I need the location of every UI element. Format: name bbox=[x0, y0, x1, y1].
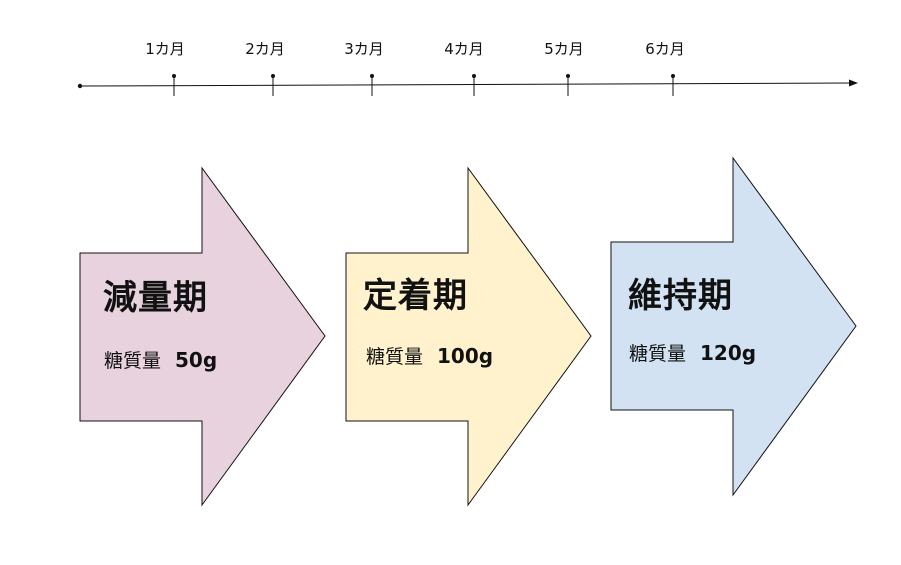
carb-label-2: 糖質量 bbox=[366, 346, 424, 368]
tick-label-1: 1カ月 bbox=[145, 40, 185, 58]
tick-label-3: 3カ月 bbox=[344, 40, 384, 58]
timeline-tick-5 bbox=[566, 74, 570, 96]
phase-arrow-1 bbox=[79, 166, 326, 507]
timeline-arrowhead bbox=[849, 79, 858, 87]
tick-label-2: 2カ月 bbox=[245, 40, 285, 58]
tick-label-6: 6カ月 bbox=[645, 40, 685, 58]
timeline-axis bbox=[77, 74, 858, 96]
carb-amount-2: 100g bbox=[437, 344, 494, 368]
tick-label-5: 5カ月 bbox=[544, 40, 584, 58]
carb-label-3: 糖質量 bbox=[629, 343, 687, 365]
timeline-tick-2 bbox=[271, 74, 275, 96]
tick-label-4: 4カ月 bbox=[444, 40, 484, 58]
phase-title-1: 減量期 bbox=[103, 278, 208, 318]
phase-arrow-3 bbox=[610, 156, 857, 497]
timeline-tick-4 bbox=[472, 74, 476, 96]
carb-label-1: 糖質量 bbox=[104, 350, 162, 372]
phase-carb-3: 糖質量 120g bbox=[629, 341, 756, 366]
phase-arrow-2 bbox=[345, 166, 592, 507]
phase-carb-1: 糖質量 50g bbox=[104, 348, 217, 373]
carb-amount-1: 50g bbox=[175, 348, 218, 372]
timeline-tick-6 bbox=[671, 74, 675, 96]
phase-title-3: 維持期 bbox=[628, 276, 733, 316]
timeline-line bbox=[79, 82, 853, 87]
timeline-tick-3 bbox=[370, 74, 374, 96]
phase-title-2: 定着期 bbox=[363, 276, 468, 316]
timeline-tick-1 bbox=[172, 74, 176, 96]
phase-carb-2: 糖質量 100g bbox=[366, 344, 493, 369]
carb-amount-3: 120g bbox=[700, 341, 757, 365]
